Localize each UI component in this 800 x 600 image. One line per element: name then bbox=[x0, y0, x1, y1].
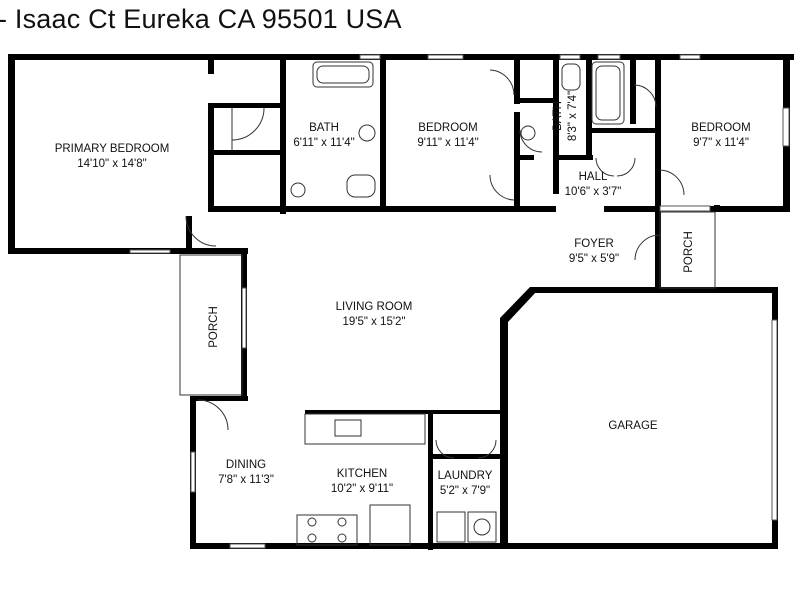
kitchen-dims: 10'2" x 9'11" bbox=[331, 483, 393, 495]
bedroom-1-dims: 9'11" x 11'4" bbox=[417, 137, 478, 149]
garage-name: GARAGE bbox=[608, 420, 658, 432]
kitchen-name: KITCHEN bbox=[337, 468, 387, 480]
dining-dims: 7'8" x 11'3" bbox=[218, 474, 274, 486]
bath-1-dims: 6'11" x 11'4" bbox=[293, 137, 354, 149]
porch-west-name: PORCH bbox=[208, 306, 220, 348]
bedroom-1-name: BEDROOM bbox=[418, 122, 477, 134]
windows bbox=[129, 54, 790, 549]
room-labels: PRIMARY BEDROOM 14'10" x 14'8" BATH 6'11… bbox=[55, 91, 751, 497]
door-swings bbox=[185, 69, 685, 459]
porch-outlines bbox=[179, 211, 716, 396]
dining-name: DINING bbox=[226, 459, 266, 471]
bath-2-dims: 8'3" x 7'4" bbox=[567, 91, 579, 141]
bath-2-name: BATH bbox=[552, 101, 564, 131]
fixtures bbox=[290, 61, 625, 546]
living-room-dims: 19'5" x 15'2" bbox=[342, 316, 405, 328]
hall-name: HALL bbox=[579, 171, 608, 183]
bedroom-2-dims: 9'7" x 11'4" bbox=[693, 137, 749, 149]
foyer-dims: 9'5" x 5'9" bbox=[569, 253, 619, 265]
primary-bedroom-dims: 14'10" x 14'8" bbox=[77, 158, 146, 170]
page-title: - Isaac Ct Eureka CA 95501 USA bbox=[0, 4, 402, 34]
laundry-name: LAUNDRY bbox=[438, 470, 493, 482]
bedroom-2-name: BEDROOM bbox=[691, 122, 750, 134]
primary-bedroom-name: PRIMARY BEDROOM bbox=[55, 143, 170, 155]
bath-1-name: BATH bbox=[309, 122, 339, 134]
walls bbox=[8, 54, 794, 550]
laundry-dims: 5'2" x 7'9" bbox=[440, 485, 490, 497]
foyer-name: FOYER bbox=[574, 238, 614, 250]
porch-east-name: PORCH bbox=[683, 231, 695, 273]
hall-dims: 10'6" x 3'7" bbox=[565, 186, 622, 198]
living-room-name: LIVING ROOM bbox=[336, 301, 413, 313]
